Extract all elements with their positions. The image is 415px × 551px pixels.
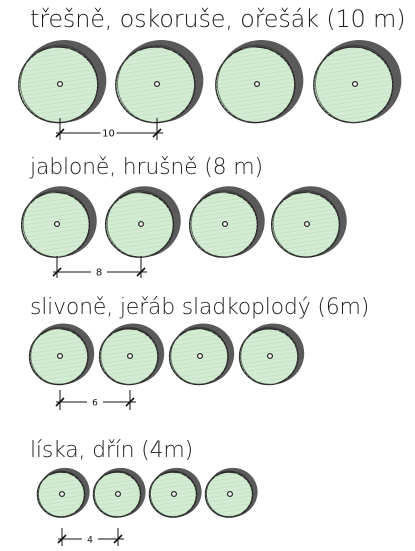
tree-canopy-icon <box>215 40 304 124</box>
spacing-label: 4 <box>87 536 93 546</box>
tree-canopy-icon <box>20 186 97 258</box>
tree-canopy-icon <box>270 186 347 258</box>
tree-canopy-icon <box>168 323 235 386</box>
dimension-line-icon: 10 <box>55 118 163 140</box>
row-title: jabloně, hrušně (8 m) <box>30 155 263 180</box>
tree-canopy-icon <box>92 467 146 518</box>
row-title: třešně, oskoruše, ořešák (10 m) <box>30 5 406 33</box>
tree-canopy-icon <box>36 467 90 518</box>
row-title: slivoně, jeřáb sladkoplodý (6m) <box>30 295 370 320</box>
tree-row-svg: 6 <box>28 323 305 410</box>
tree-canopy-icon <box>28 323 95 386</box>
tree-canopy-icon <box>18 40 107 124</box>
tree-canopy-icon <box>238 323 305 386</box>
tree-canopy-icon <box>313 40 402 124</box>
tree-canopy-icon <box>148 467 202 518</box>
tree-canopy-icon <box>188 186 265 258</box>
spacing-label: 10 <box>102 129 115 140</box>
tree-canopy-icon <box>115 40 204 124</box>
spacing-label: 8 <box>96 268 102 279</box>
dimension-line-icon: 4 <box>57 528 124 546</box>
tree-canopy-icon <box>98 323 165 386</box>
dimension-line-icon: 6 <box>55 390 136 410</box>
tree-row-svg: 10 <box>18 40 402 140</box>
dimension-line-icon: 8 <box>52 256 147 279</box>
tree-row-svg: 8 <box>20 186 347 279</box>
row-title: líska, dřín (4m) <box>30 438 193 463</box>
tree-canopy-icon <box>204 467 258 518</box>
spacing-label: 6 <box>92 399 98 409</box>
tree-canopy-icon <box>104 186 181 258</box>
